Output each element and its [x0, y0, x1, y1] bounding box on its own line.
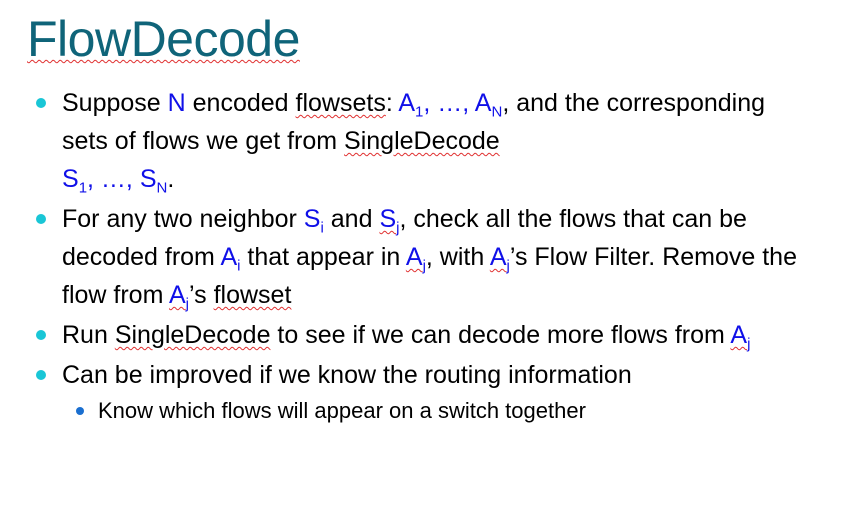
bullet-list: Suppose N encoded flowsets: A1, …, AN, a… — [0, 84, 848, 428]
spellcheck-word: SingleDecode — [114, 321, 271, 349]
math-Aj: Aj — [405, 243, 426, 275]
bullet-item: For any two neighbor Si and Sj, check al… — [0, 200, 808, 314]
math-Aj: Aj — [489, 243, 510, 275]
math-A1-AN: A1, …, AN — [398, 89, 503, 121]
spellcheck-word: SingleDecode — [344, 127, 500, 155]
math-Sj: Sj — [379, 205, 400, 237]
math-Aj: Aj — [168, 281, 190, 313]
sub-bullet-item: Know which flows will appear on a switch… — [0, 394, 848, 428]
bullet-item: Suppose N encoded flowsets: A1, …, AN, a… — [0, 84, 808, 198]
math-Si: Si — [303, 205, 324, 237]
bullet-item: Run SingleDecode to see if we can decode… — [0, 316, 808, 354]
math-Ai: Ai — [220, 243, 241, 275]
math-Aj: Aj — [730, 321, 751, 353]
bullet-dot-icon — [36, 98, 46, 108]
sub-bullet-dot-icon — [76, 407, 84, 415]
bullet-dot-icon — [36, 214, 46, 224]
slide-title: FlowDecode — [27, 11, 300, 67]
math-S1-SN: S1, …, SN — [62, 165, 168, 197]
spellcheck-word: flowset — [213, 281, 292, 309]
math-N: N — [167, 89, 186, 117]
bullet-dot-icon — [36, 370, 46, 380]
bullet-item: Can be improved if we know the routing i… — [0, 356, 808, 394]
spellcheck-word: flowsets — [295, 89, 386, 117]
bullet-dot-icon — [36, 330, 46, 340]
